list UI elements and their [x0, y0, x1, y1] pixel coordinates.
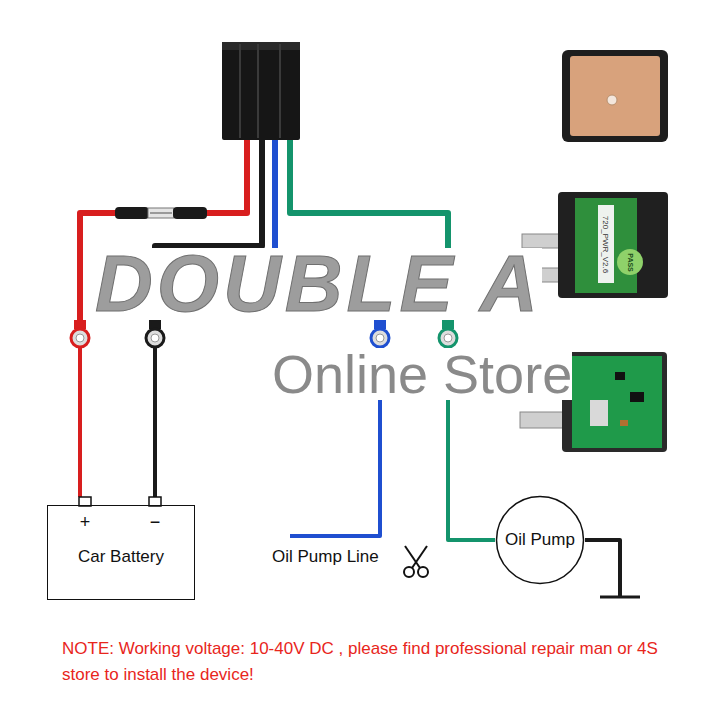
terminal-sign: +: [80, 512, 91, 533]
note-text: NOTE: Working voltage: 10-40V DC , pleas…: [62, 636, 674, 688]
board-marking: 720_PWR_V2.6: [602, 215, 611, 272]
fuse-holder: [115, 207, 207, 219]
ring-terminals: [71, 320, 457, 347]
terminal-sign: −: [150, 512, 161, 533]
pump-circle: Oil Pump: [495, 495, 585, 585]
gps-antenna-photo: [562, 50, 668, 142]
relay-box: [222, 42, 300, 140]
battery-box: Car Battery: [47, 505, 195, 600]
watermark-text: Online Store: [272, 348, 572, 400]
node-label: Oil Pump: [505, 530, 575, 550]
wire-label: Oil Pump Line: [272, 547, 379, 567]
pcb-photo: [522, 192, 668, 298]
node-label: Car Battery: [78, 547, 164, 567]
pass-stamp: PASS: [626, 253, 633, 272]
scissors-icon: [404, 546, 428, 577]
watermark-text: DOUBLE A: [95, 248, 542, 320]
lower-wires: [80, 347, 640, 597]
